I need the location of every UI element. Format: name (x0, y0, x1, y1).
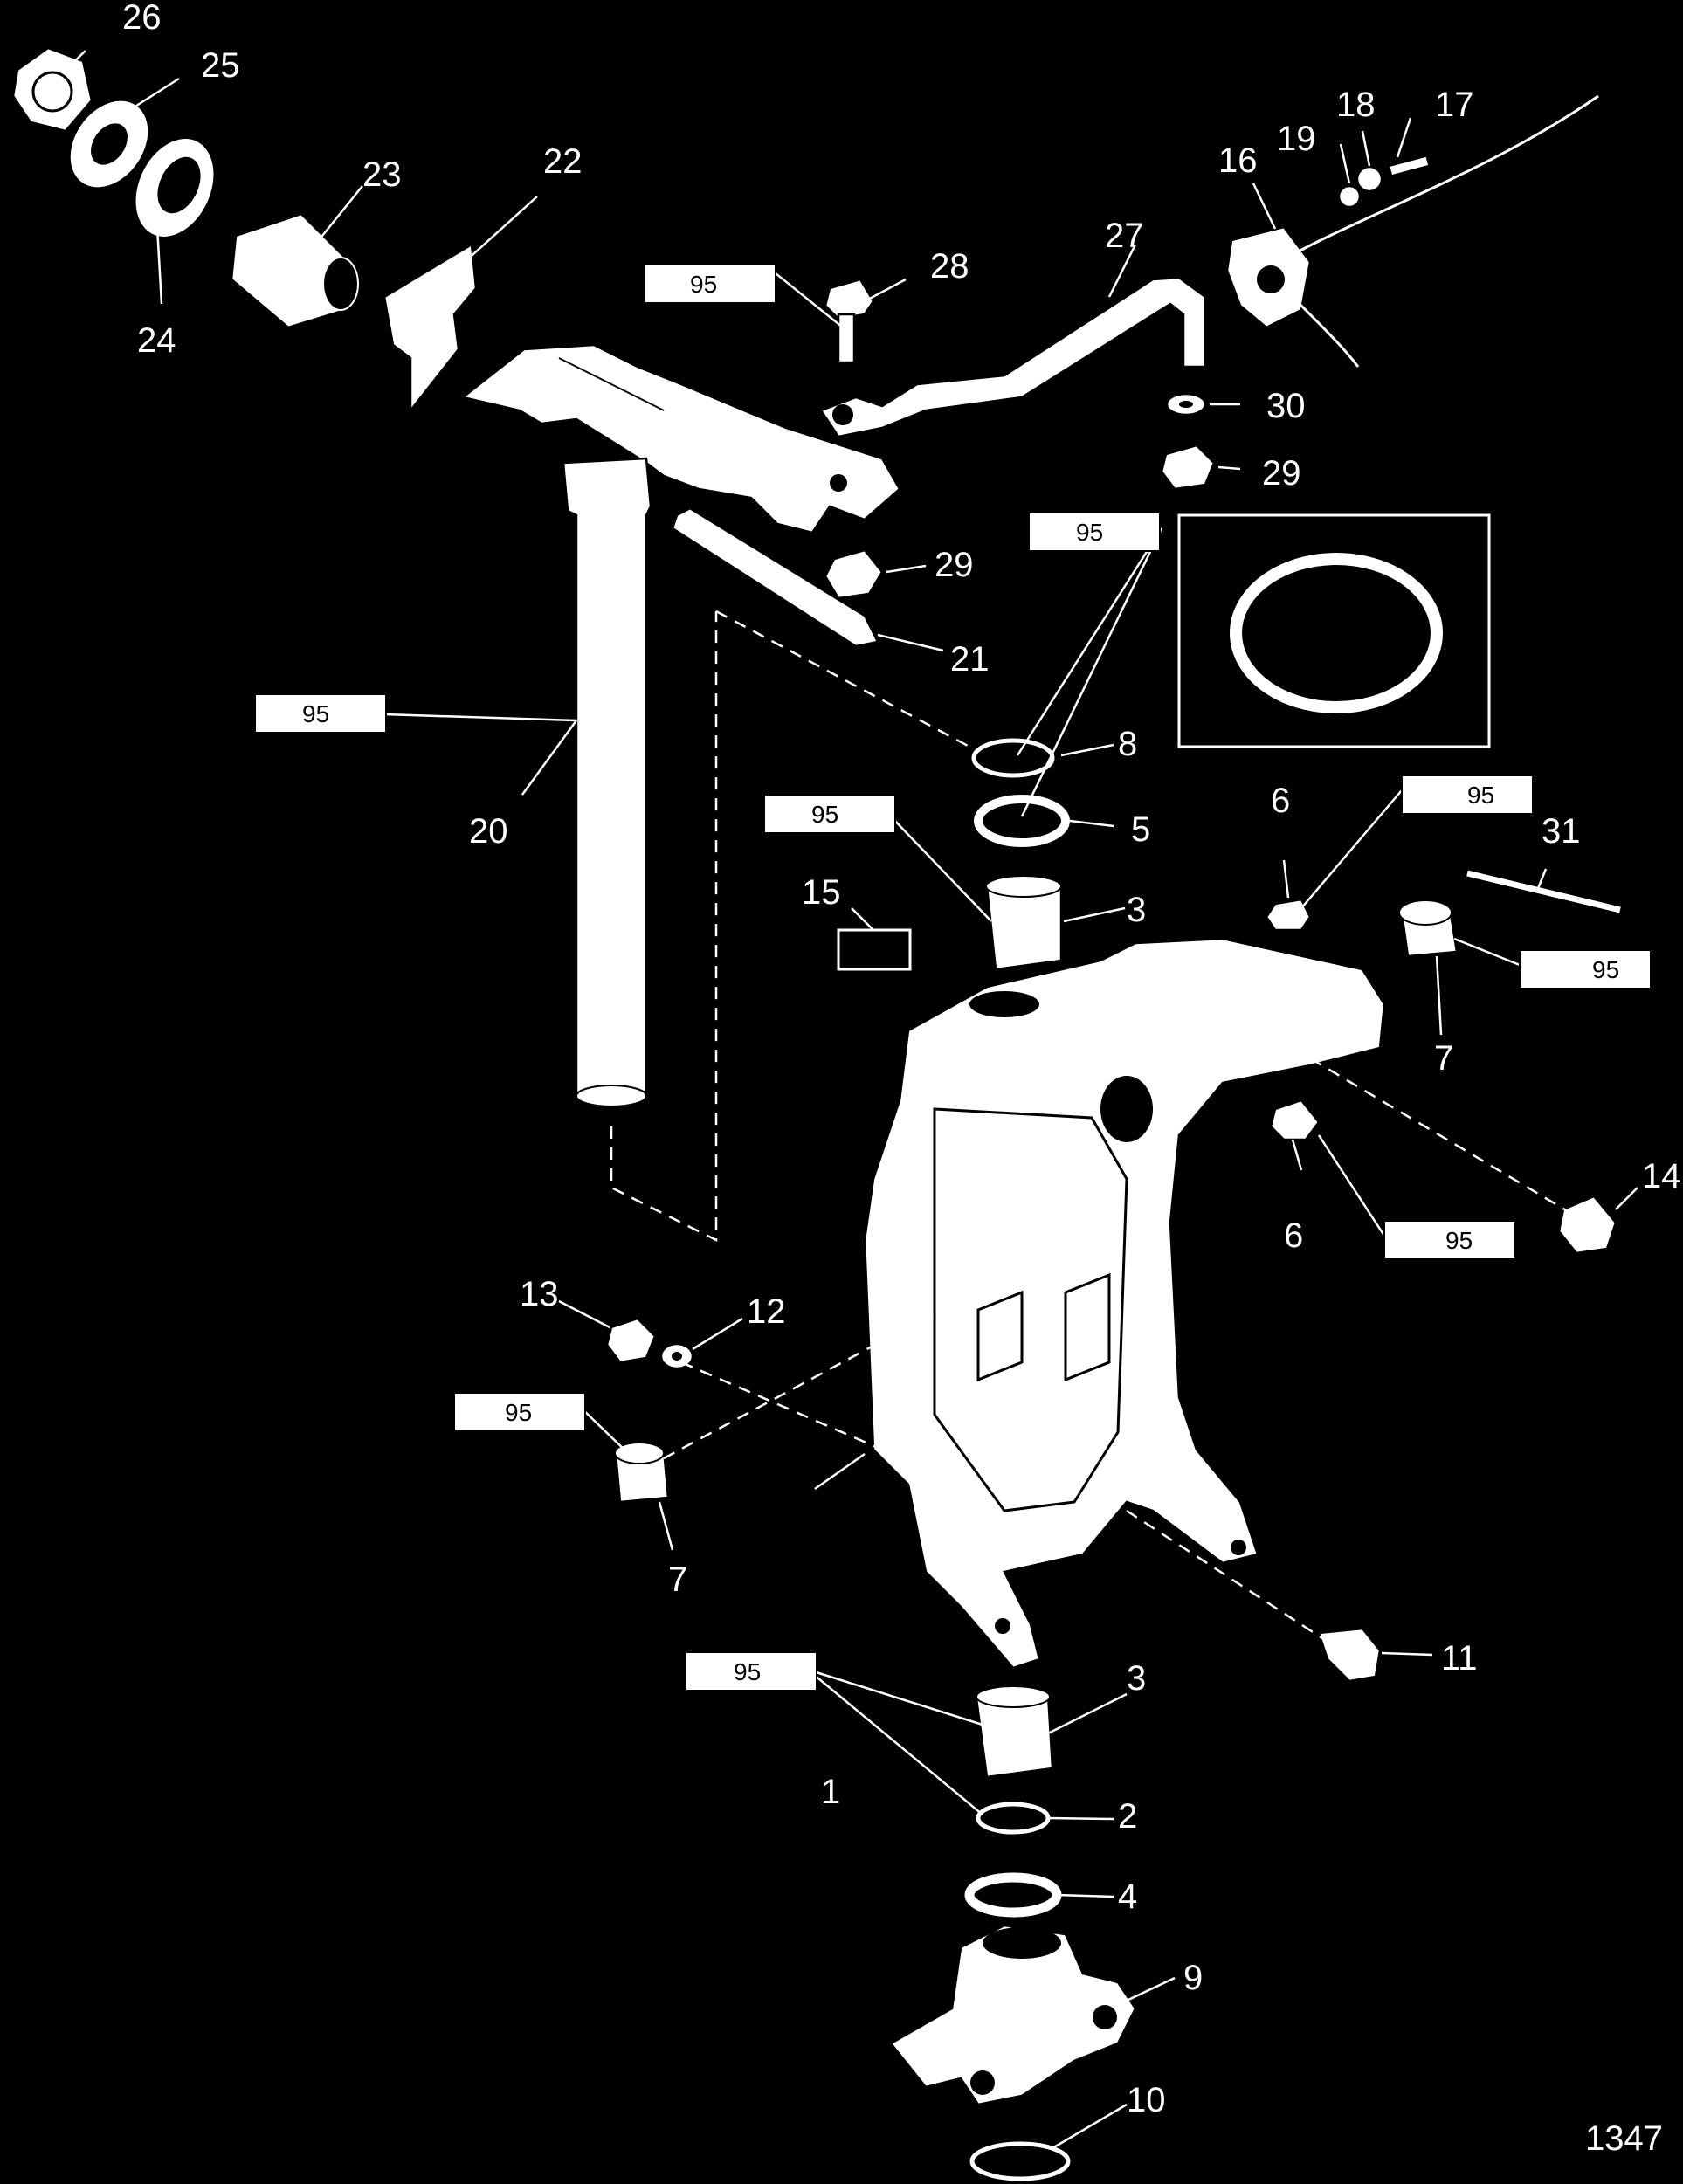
tube-label: 95 (505, 1399, 532, 1426)
part-14-bolt (1557, 1195, 1617, 1255)
sealant-tube-7: 95 (1383, 1220, 1516, 1260)
part-6-fitting-lower (1269, 1099, 1321, 1141)
part-20-tube (562, 457, 652, 1107)
tube-label: 95 (734, 1658, 761, 1685)
part-25-washer (68, 99, 150, 189)
callout-14: 14 (1642, 1157, 1681, 1195)
sealant-tube-6: 95 (1519, 949, 1652, 989)
callout-27: 27 (1105, 217, 1144, 255)
part-4-seal (964, 1872, 1062, 1918)
figure-id: 1347 (1585, 2119, 1663, 2158)
part-23-bushing (230, 212, 359, 329)
part-7-bushing-left (614, 1442, 670, 1504)
callout-24: 24 (137, 321, 176, 360)
sealant-tube-5: 95 (1401, 775, 1534, 815)
callout-28: 28 (930, 247, 969, 286)
callout-9: 9 (1183, 1959, 1203, 1997)
part-10-snap-ring (969, 2141, 1071, 2181)
callout-26: 26 (122, 0, 162, 37)
callout-23: 23 (362, 155, 402, 194)
part-27-link (819, 276, 1207, 438)
sealant-leaders (383, 272, 1521, 1815)
callout-2: 2 (1118, 1797, 1137, 1836)
callout-6-upper: 6 (1271, 782, 1290, 820)
tube-label: 95 (1445, 1227, 1473, 1254)
part-28-bolt (824, 278, 875, 364)
leader-lines (65, 50, 1638, 2150)
callout-19: 19 (1277, 120, 1316, 158)
sealant-tube-9: 95 (685, 1651, 817, 1691)
part-3-bushing-upper (985, 875, 1063, 971)
sealant-tube-1: 95 (644, 264, 776, 304)
callout-7-left: 7 (668, 1560, 687, 1599)
callout-8: 8 (1118, 725, 1137, 763)
callout-1: 1 (821, 1773, 840, 1811)
tube-label: 95 (302, 700, 329, 727)
alignment-lines (610, 610, 1573, 1643)
part-29-nut-upper (824, 548, 884, 600)
sealant-tube-8: 95 (453, 1392, 586, 1432)
callout-25: 25 (201, 46, 240, 85)
callout-6-lower: 6 (1284, 1216, 1303, 1255)
callout-29-lower: 29 (1262, 454, 1301, 493)
tube-label: 95 (1592, 956, 1619, 983)
sealant-tube-3: 95 (254, 693, 387, 734)
tube-label: 95 (811, 801, 838, 828)
part-22-plate (383, 242, 478, 414)
callout-12: 12 (747, 1292, 786, 1331)
part-8-ring (971, 738, 1055, 778)
callout-16: 16 (1218, 141, 1258, 180)
part-31-pin (1466, 870, 1621, 913)
part-16-sensor (1225, 94, 1599, 368)
callout-15: 15 (802, 873, 841, 912)
callout-22: 22 (543, 142, 583, 181)
callout-3-lower: 3 (1127, 1659, 1146, 1698)
callout-3-upper: 3 (1127, 891, 1146, 929)
callout-10: 10 (1127, 2081, 1166, 2119)
callout-31: 31 (1542, 812, 1581, 851)
callout-29-upper: 29 (935, 546, 974, 584)
part-9-yoke (889, 1924, 1137, 2106)
part-24-ring (134, 136, 216, 239)
callout-20: 20 (469, 812, 508, 851)
part-12-washer (659, 1342, 694, 1370)
part-11-bolt (1317, 1627, 1382, 1683)
part-7-bushing-right (1398, 899, 1459, 958)
tube-label: 95 (1076, 519, 1103, 546)
callout-17: 17 (1435, 86, 1474, 124)
part-29-nut-lower (1160, 444, 1216, 491)
callout-13: 13 (520, 1275, 559, 1313)
part-6-fitting-upper (1265, 898, 1312, 932)
sealant-tube-4: 95 (763, 794, 896, 834)
part-30-washer (1165, 392, 1207, 417)
callout-4: 4 (1118, 1877, 1137, 1916)
part-2-oring (976, 1802, 1051, 1835)
part-26-nut (11, 46, 93, 133)
callout-7-right: 7 (1434, 1039, 1453, 1078)
tube-label: 95 (690, 271, 717, 298)
seal-detail-box (1177, 513, 1491, 748)
part-3-bushing-lower (975, 1685, 1054, 1779)
tube-label: 95 (1467, 782, 1494, 809)
sealant-tube-2: 95 (1028, 512, 1161, 552)
callout-21: 21 (950, 640, 990, 679)
part-5-seal (974, 795, 1070, 847)
callout-18: 18 (1336, 86, 1376, 124)
part-steering-arm (460, 343, 901, 534)
part-15-label (837, 928, 912, 971)
part-1-swivel-bracket (863, 937, 1386, 1670)
part-13-nut (605, 1317, 657, 1364)
callout-11: 11 (1441, 1639, 1478, 1678)
callout-30: 30 (1266, 387, 1306, 425)
callout-labels: 1 2 3 3 4 5 6 6 7 7 7 8 9 10 11 12 13 14… (122, 0, 1681, 2119)
callout-5: 5 (1131, 810, 1150, 849)
part-21-bolt (671, 506, 879, 648)
